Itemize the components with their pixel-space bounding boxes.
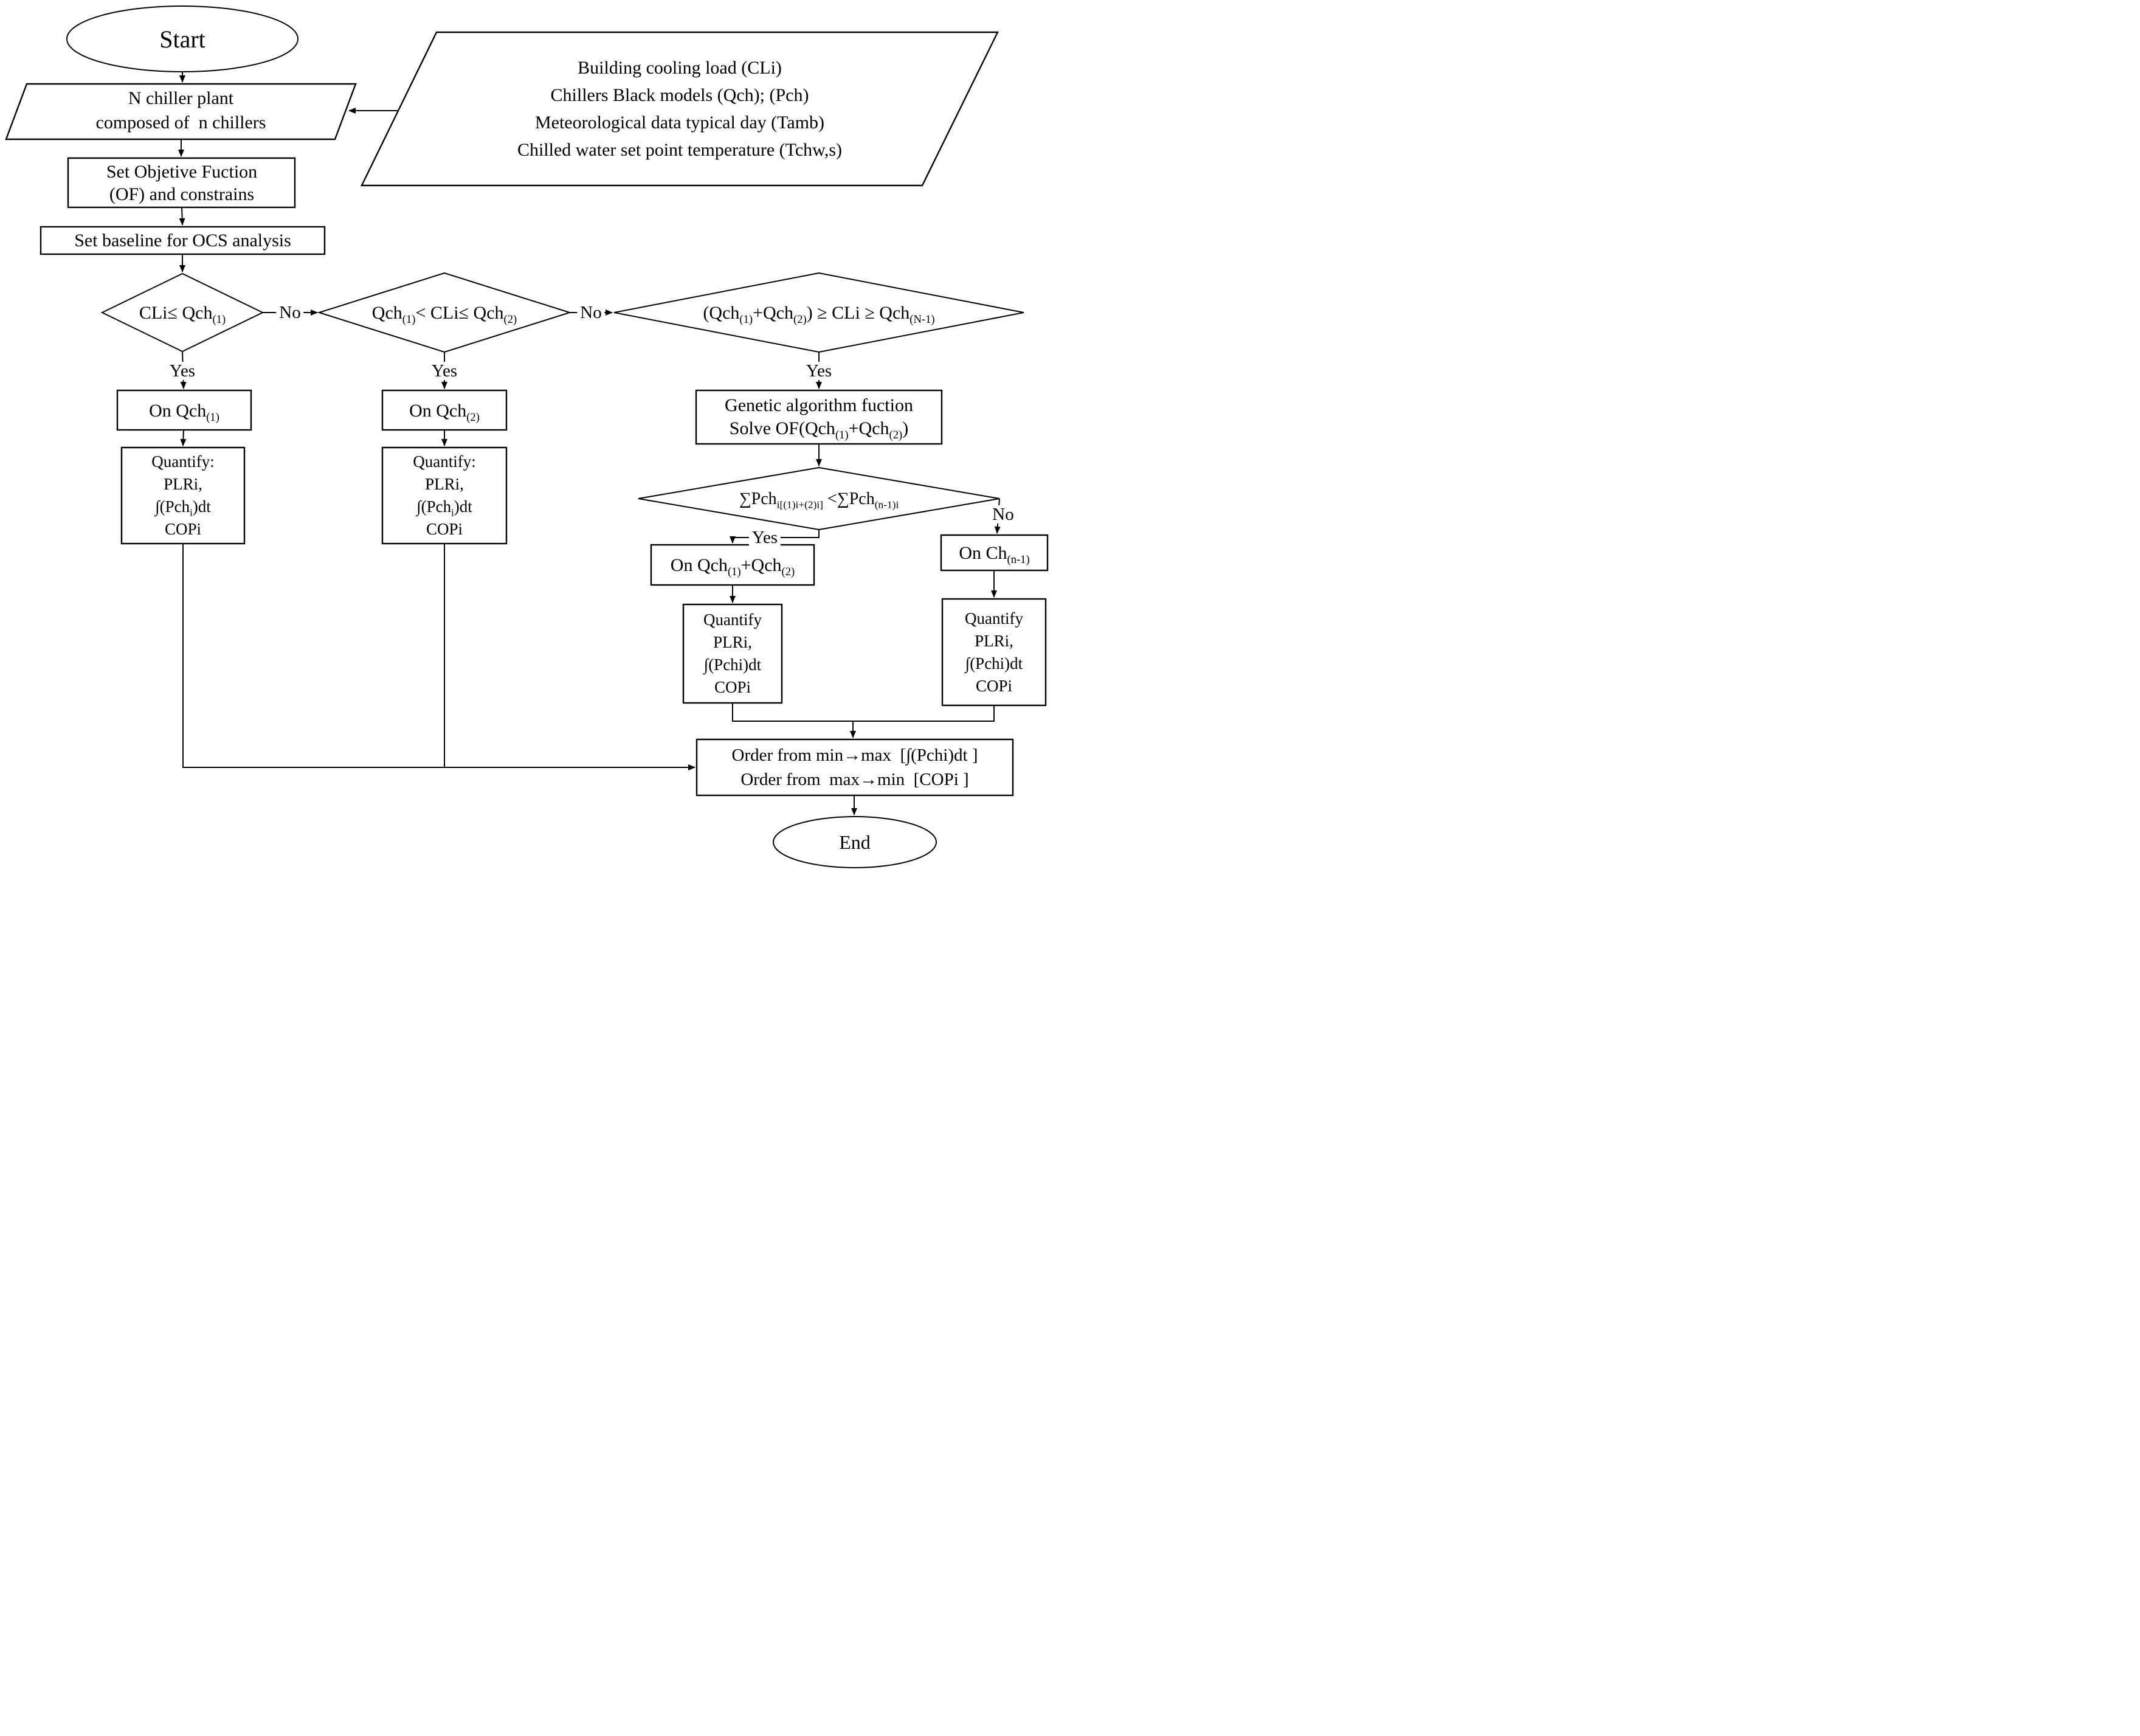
- edge-label-yes1: Yes: [166, 362, 199, 380]
- edge-quantify4-to-junction: [853, 705, 995, 722]
- edge-label-no2: No: [577, 303, 605, 322]
- quantify4-label: Quantify PLRi, ∫(Pchi)dt COPi: [965, 609, 1023, 695]
- edge-quantify1-to-order: [182, 544, 696, 770]
- on-qch1-rect: [116, 389, 252, 431]
- order-label: Order from min→max [∫(Pchi)dt ] Order fr…: [731, 745, 978, 789]
- edge-label-no3: No: [989, 505, 1017, 524]
- genetic-algorithm-label: Genetic algorithm fuction Solve OF(Qch(1…: [725, 395, 913, 441]
- end-label: End: [839, 831, 871, 853]
- n-chiller-plant-label: N chiller plant composed of n chillers: [95, 88, 266, 133]
- decision4-label: ∑Pchi[(1)i+(2)i] <∑Pch(n-1)i: [739, 489, 899, 511]
- decision1-label: CLi≤ Qch(1): [139, 302, 226, 326]
- on-qch1-label: On Qch(1): [149, 400, 219, 424]
- start-label: Start: [159, 25, 205, 53]
- on-chn1-label: On Ch(n-1): [959, 542, 1030, 566]
- set-objective-label: Set Objetive Fuction (OF) and constrains: [106, 161, 258, 204]
- decision3-label: (Qch(1)+Qch(2)) ≥ CLi ≥ Qch(N-1): [703, 302, 935, 326]
- on-qch1-qch2-label: On Qch(1)+Qch(2): [670, 555, 795, 578]
- edge-label-yes4: Yes: [748, 528, 781, 547]
- edge-label-no1: No: [276, 303, 304, 322]
- on-qch2-label: On Qch(2): [409, 400, 480, 424]
- edge-onqch1-to-quantify1: [180, 429, 187, 446]
- end-terminator-shape: [773, 816, 937, 868]
- set-baseline-label: Set baseline for OCS analysis: [74, 230, 291, 251]
- inputs-label: Building cooling load (CLi) Chillers Bla…: [517, 58, 843, 160]
- flowchart-canvas: Start N chiller plant composed of n chil…: [0, 0, 1070, 868]
- inputs-parallelogram: [361, 31, 999, 187]
- n-chiller-plant-parallelogram: [5, 83, 357, 140]
- decision3-diamond: [613, 272, 1024, 353]
- quantify3-label: Quantify PLRi, ∫(Pchi)dt COPi: [703, 610, 762, 696]
- flowchart-shapes: [5, 5, 1049, 868]
- set-objective-rect: [67, 157, 296, 209]
- quantify2-label: Quantify: PLRi, ∫(Pchi)dt COPi: [413, 452, 476, 538]
- edge-label-yes2: Yes: [428, 362, 461, 380]
- edge-quantify3-to-junction: [732, 703, 853, 722]
- decision2-label: Qch(1)< CLi≤ Qch(2): [371, 302, 517, 326]
- edge-label-yes3: Yes: [802, 362, 835, 380]
- quantify1-label: Quantify: PLRi, ∫(Pchi)dt COPi: [151, 452, 215, 538]
